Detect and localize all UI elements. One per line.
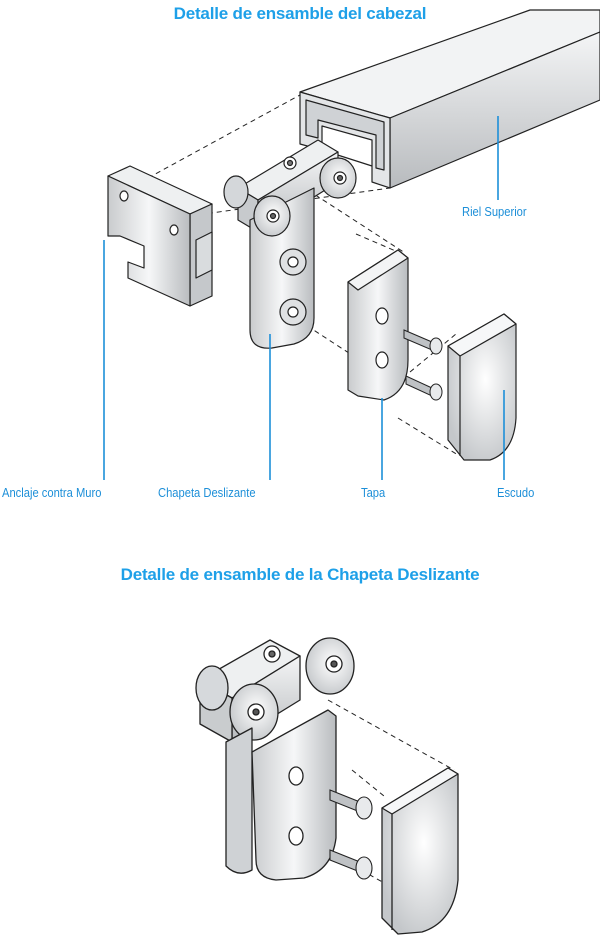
label-escudo: Escudo [497,485,535,500]
rail-riel-superior [299,9,600,189]
callout-lines [103,116,505,480]
chapeta-deslizante-top [223,139,357,349]
label-tapa: Tapa [361,485,386,500]
bottom-diagram-title: Detalle de ensamble de la Chapeta Desliz… [120,565,480,584]
anclaje-contra-muro [107,165,213,307]
chapeta-deslizante-bottom [195,637,355,881]
label-chapeta: Chapeta Deslizante [158,485,256,500]
escudo-bottom [381,767,459,935]
screws-bottom [329,789,373,880]
screws-top [403,329,443,401]
top-diagram-title: Detalle de ensamble del cabezal [173,4,427,23]
tapa [347,249,409,401]
label-anclaje: Anclaje contra Muro [2,485,102,500]
label-riel-superior: Riel Superior [462,204,527,219]
escudo-top [447,313,517,461]
